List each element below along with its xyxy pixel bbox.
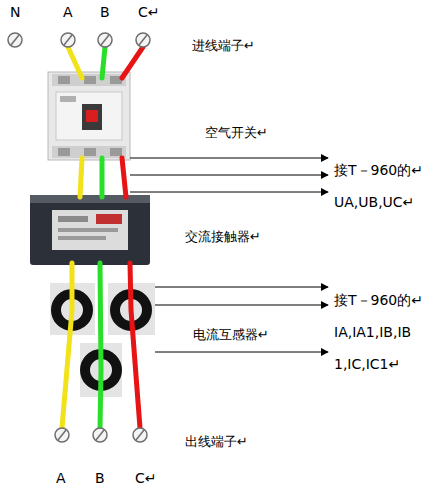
meter-input-note: 接T－960的↵ UA,UB,UC↵ (330, 150, 437, 222)
terminal-caption: 出线端子↵ (185, 434, 248, 450)
air-switch: 空气开关↵ (48, 72, 130, 195)
phase-letter: C↵ (135, 470, 157, 486)
phase-c-wire (122, 158, 126, 197)
signal-arrow (155, 287, 328, 288)
phase-letter: B (95, 470, 105, 486)
note-text: 接T－960的↵ IA,IA1,IB,IB 1,IC,IC1↵ (334, 284, 437, 380)
terminal-symbol (98, 33, 112, 47)
signal-arrow (130, 175, 328, 176)
phase-b-wire (100, 263, 101, 428)
part-name: 空气开关↵ (205, 125, 268, 141)
terminal-symbol (61, 33, 75, 47)
signal-arrow (155, 352, 328, 353)
phase-letter: B (100, 4, 110, 20)
current-transformer: 电流互感器↵ (48, 283, 155, 398)
phase-a-wire (68, 47, 82, 78)
phase-c-wire (130, 263, 140, 428)
phase-b-wire (102, 47, 105, 78)
part-name: 交流接触器↵ (185, 229, 261, 245)
terminal-symbol (8, 33, 22, 47)
signal-arrow (155, 305, 328, 306)
terminal-symbol (55, 428, 69, 442)
phase-wires (62, 47, 143, 428)
phase-a-wire (80, 158, 82, 197)
phase-c-wire (122, 47, 143, 78)
terminal-symbol (136, 33, 150, 47)
phase-a-wire (62, 263, 72, 428)
phase-letter: N (10, 4, 20, 20)
meter-input-note: 接T－960的↵ IA,IA1,IB,IB 1,IC,IC1↵ (330, 280, 437, 384)
phase-letter: A (56, 470, 66, 486)
phase-letter: A (63, 4, 73, 20)
terminal-symbol (133, 428, 147, 442)
contactor: 交流接触器↵ (30, 195, 150, 265)
terminal-symbols (8, 33, 150, 442)
air-switch-picture (48, 72, 130, 160)
phase-letter: C↵ (138, 4, 160, 20)
terminal-symbol (93, 428, 107, 442)
note-text: 接T－960的↵ UA,UB,UC↵ (334, 154, 437, 218)
part-name: 电流互感器↵ (193, 327, 269, 343)
contactor-picture (30, 195, 150, 265)
signal-arrow (130, 192, 328, 193)
phase-b-wire (100, 158, 105, 197)
signal-arrow (130, 158, 328, 159)
terminal-caption: 进线端子↵ (192, 38, 255, 54)
